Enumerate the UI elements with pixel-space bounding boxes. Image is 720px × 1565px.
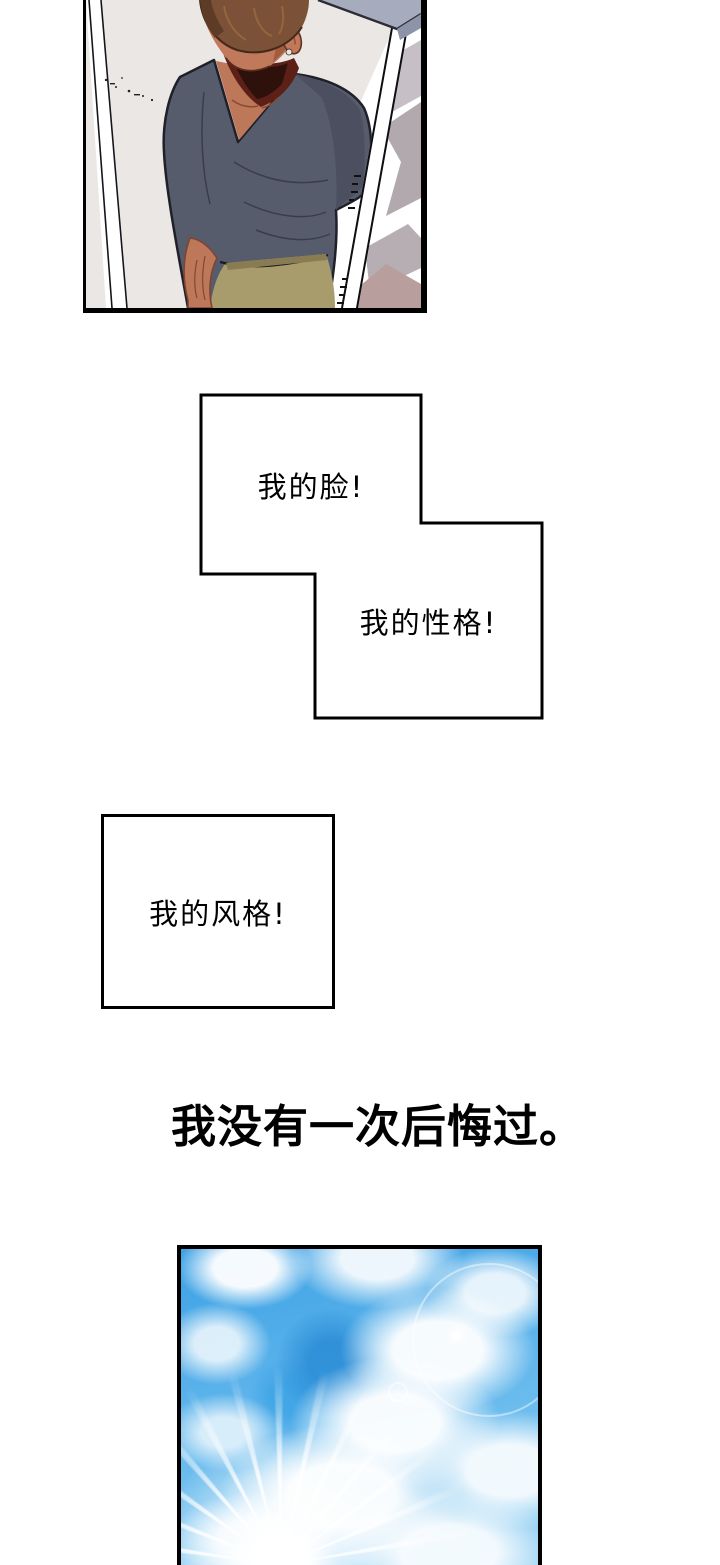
speech-text-style: 我的风格! — [149, 896, 287, 931]
speech-box-face: 我的脸! — [201, 395, 421, 574]
hand — [183, 237, 218, 308]
speech-text-personality: 我的性格! — [359, 605, 498, 640]
lens-flare-dot — [452, 1331, 462, 1341]
man-from-above-drawing — [86, 0, 421, 308]
man-figure — [162, 0, 373, 308]
motion-dashes — [337, 175, 361, 304]
hair — [200, 0, 309, 53]
lens-flare-circle — [388, 1381, 409, 1402]
speech-box-personality: 我的性格! — [315, 523, 542, 718]
speech-text-face: 我的脸! — [257, 469, 365, 504]
speech-box-outline — [199, 393, 544, 720]
narration-text: 我没有一次后悔过。 — [170, 1100, 585, 1153]
panel-top-illustration — [83, 0, 427, 313]
panel-sky-illustration — [177, 1245, 542, 1565]
earring — [285, 48, 293, 56]
speech-box-style: 我的风格! — [101, 814, 335, 1009]
dust-speckles — [104, 77, 154, 102]
speech-box-union — [199, 393, 544, 720]
ceiling-corner — [318, 0, 421, 29]
left-wall-edge-band — [86, 0, 128, 308]
right-wall-edge-band — [341, 0, 413, 308]
